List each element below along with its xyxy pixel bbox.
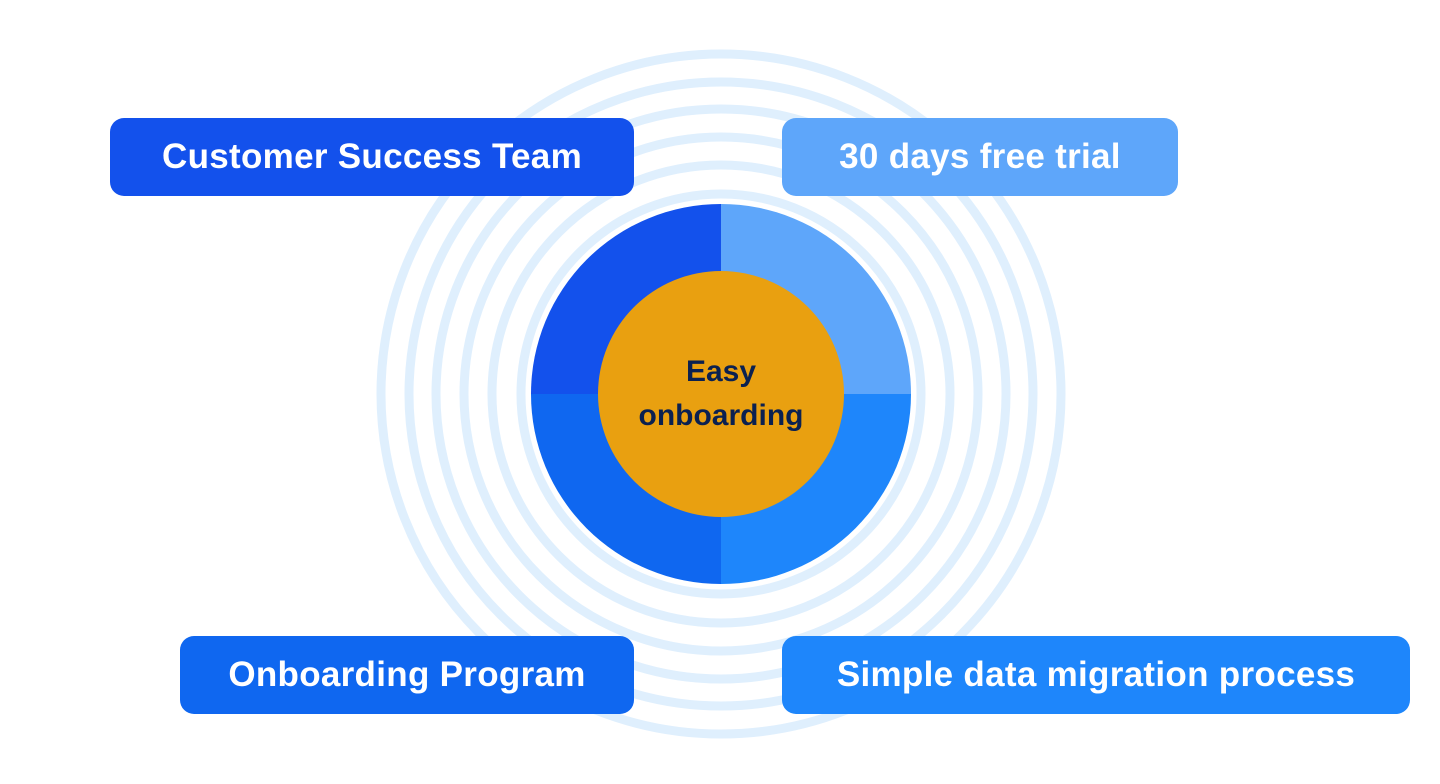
- concentric-rings: [376, 49, 1066, 739]
- ring: [404, 77, 1038, 711]
- center-title: Easy onboarding: [598, 271, 844, 517]
- center-title-line2: onboarding: [638, 399, 804, 432]
- free-trial-label: 30 days free trial: [782, 118, 1178, 196]
- onboarding-program-label: Onboarding Program: [180, 636, 634, 714]
- ring: [516, 189, 926, 599]
- center-circle: [598, 271, 844, 517]
- customer-success-team-label: Customer Success Team: [110, 118, 634, 196]
- ring: [376, 49, 1066, 739]
- ring: [487, 160, 955, 628]
- ring: [459, 132, 983, 656]
- center-title-line1: Easy: [685, 355, 757, 388]
- data-migration-label: Simple data migration process: [782, 636, 1410, 714]
- ring: [431, 104, 1011, 684]
